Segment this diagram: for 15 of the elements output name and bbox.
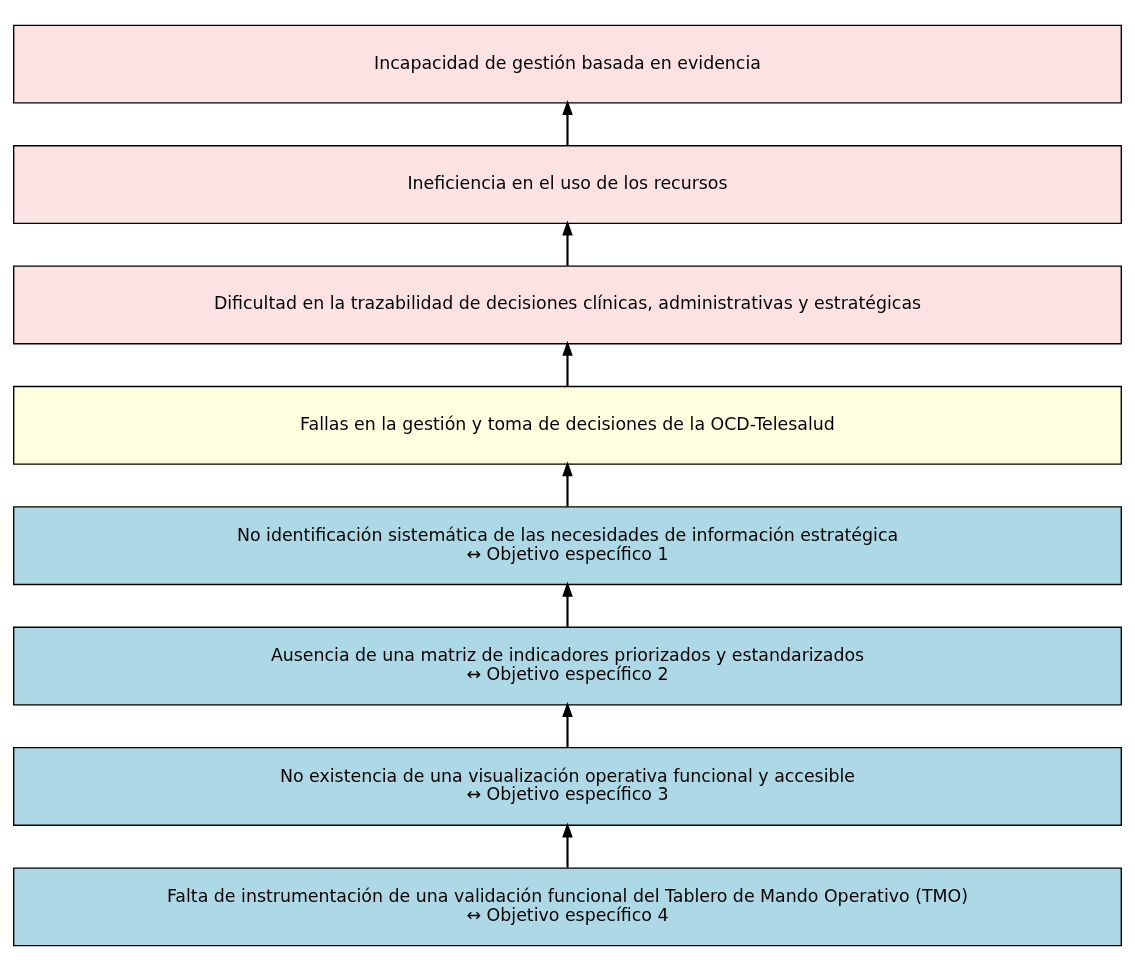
node-box: No existencia de una visualización operativa funcional y accesible ↔ Objetivo específico 3	[13, 746, 1122, 826]
node-box: Ineficiencia en el uso de los recursos	[13, 144, 1122, 224]
node-box: No identificación sistemática de las necesidades de información estratégica ↔ Objetivo específico 1	[13, 505, 1122, 585]
arrow	[562, 701, 573, 747]
arrow	[562, 219, 573, 266]
arrow	[562, 821, 573, 868]
node-box: Dificultad en la trazabilidad de decisiones clínicas, administrativas y estratégicas	[13, 264, 1122, 344]
arrow	[562, 581, 573, 627]
node-box: Ausencia de una matriz de indicadores priorizados y estandarizados ↔ Objetivo específico 2	[13, 626, 1122, 706]
arrow	[562, 460, 573, 506]
node-box: Incapacidad de gestión basada en evidencia	[13, 24, 1122, 104]
arrow	[562, 340, 573, 386]
node-box: Fallas en la gestión y toma de decisiones de la OCD-Telesalud	[13, 385, 1122, 465]
node-box: Falta de instrumentación de una validación funcional del Tablero de Mando Operativo (TMO) ↔ Objetivo específico 4	[13, 866, 1122, 946]
arrow	[562, 99, 573, 145]
